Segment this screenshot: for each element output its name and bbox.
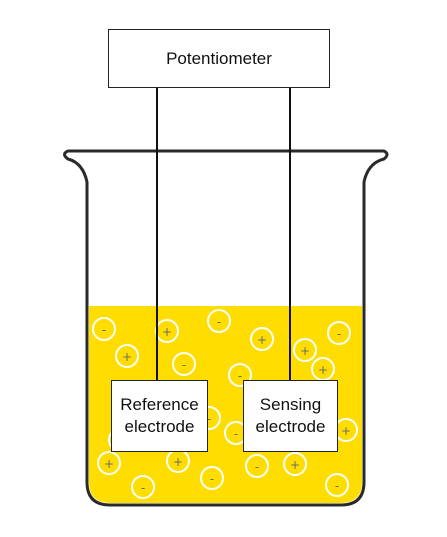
cation-ion: + xyxy=(250,327,274,351)
svg-text:+: + xyxy=(341,424,351,438)
anion-ion: - xyxy=(245,454,269,478)
cation-ion: + xyxy=(293,338,317,362)
svg-text:-: - xyxy=(210,472,214,486)
svg-text:+: + xyxy=(162,325,172,339)
svg-text:+: + xyxy=(104,457,114,471)
svg-text:-: - xyxy=(141,481,145,495)
cation-ion: + xyxy=(115,344,139,368)
sensing-electrode-label: Sensing electrode xyxy=(255,395,326,436)
anion-ion: - xyxy=(92,317,116,341)
svg-text:+: + xyxy=(173,455,183,469)
svg-text:-: - xyxy=(217,315,221,329)
anion-ion: - xyxy=(131,475,155,499)
anion-ion: - xyxy=(172,352,196,376)
svg-text:+: + xyxy=(290,458,300,472)
svg-text:-: - xyxy=(337,327,341,341)
reference-electrode-label: Reference electrode xyxy=(120,395,199,436)
anion-ion: - xyxy=(228,363,252,387)
sensing-electrode-box: Sensing electrode xyxy=(243,380,338,452)
svg-text:-: - xyxy=(102,323,106,337)
svg-text:+: + xyxy=(257,333,267,347)
svg-text:-: - xyxy=(238,369,242,383)
svg-text:-: - xyxy=(234,427,238,441)
svg-text:-: - xyxy=(207,412,211,426)
anion-ion: - xyxy=(325,473,349,497)
reference-electrode-box: Reference electrode xyxy=(111,380,208,452)
potentiometer-box: Potentiometer xyxy=(108,29,330,88)
svg-text:+: + xyxy=(318,363,328,377)
anion-ion: - xyxy=(207,309,231,333)
anion-ion: - xyxy=(327,321,351,345)
svg-text:-: - xyxy=(255,460,259,474)
potentiometer-label: Potentiometer xyxy=(166,48,272,68)
svg-text:-: - xyxy=(335,479,339,493)
cation-ion: + xyxy=(283,452,307,476)
svg-text:-: - xyxy=(182,358,186,372)
svg-text:+: + xyxy=(122,350,132,364)
beaker-outline xyxy=(63,149,389,507)
anion-ion: - xyxy=(200,466,224,490)
cation-ion: + xyxy=(97,451,121,475)
svg-text:+: + xyxy=(300,344,310,358)
